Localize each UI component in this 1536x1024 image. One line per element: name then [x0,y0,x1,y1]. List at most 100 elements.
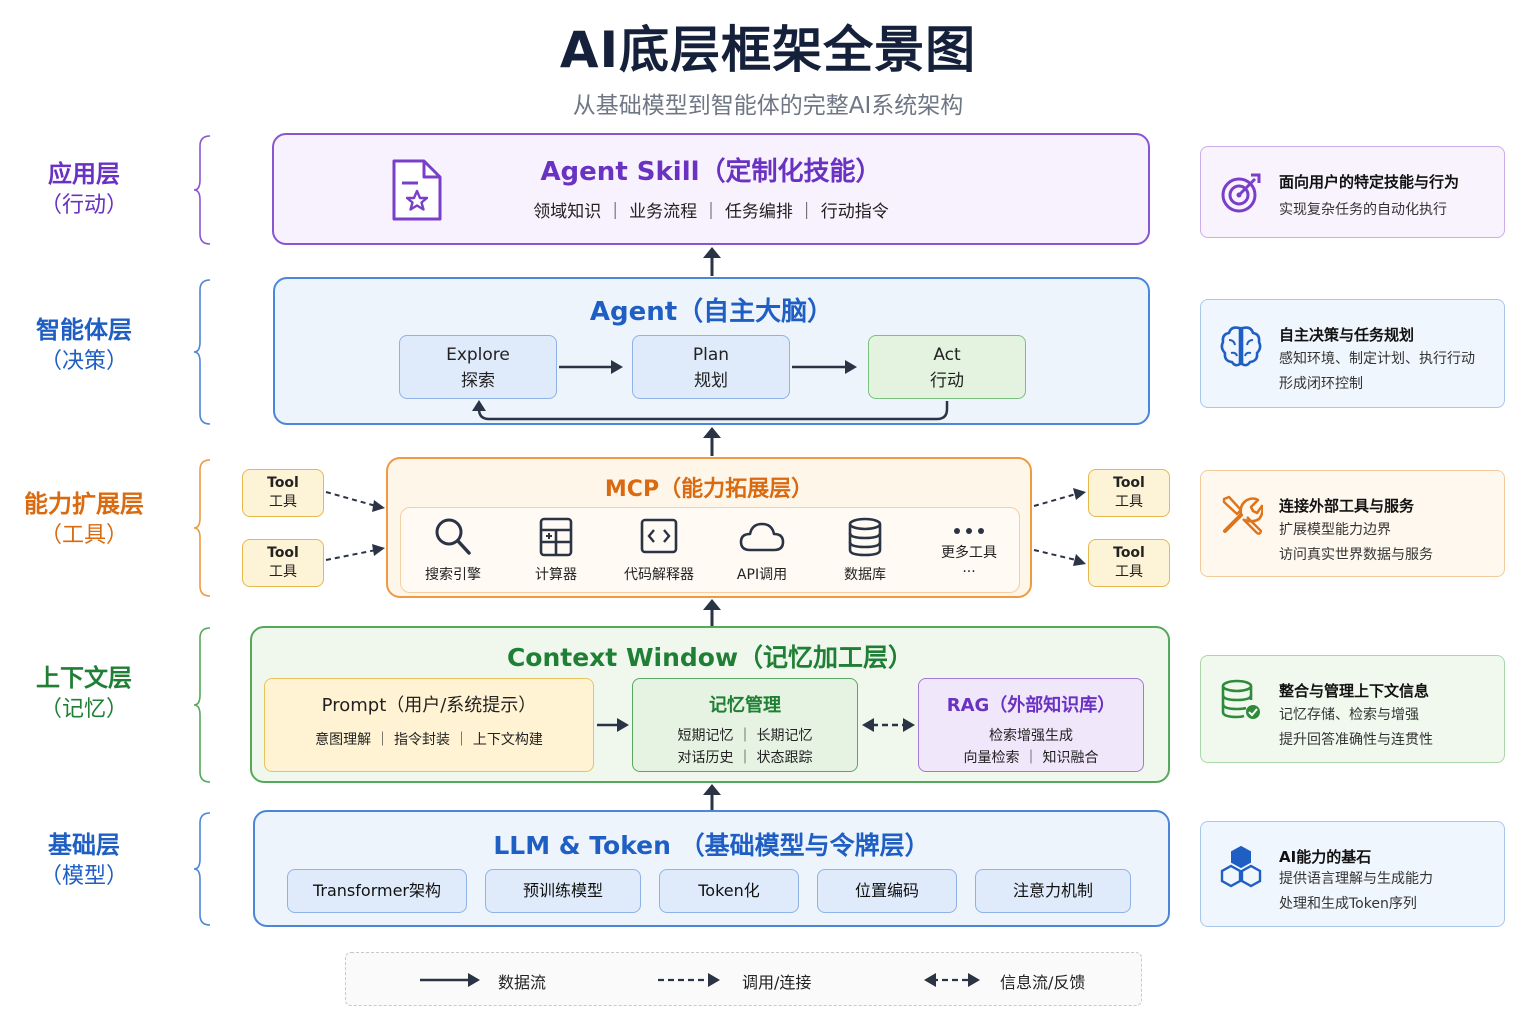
cloud-icon [739,522,785,552]
app-layer-box: Agent Skill（定制化技能） 领域知识 ｜ 业务流程 ｜ 任务编排 ｜ … [272,133,1150,245]
mcp-layer-box: MCP（能力拓展层） 搜索引擎 计算器 代码解释器 API调用 数据库 更多工具… [386,457,1032,598]
info-card-line: 处理和生成Token序列 [1279,896,1417,912]
memory-title: 记忆管理 [709,695,781,716]
info-card-line: 实现复杂任务的自动化执行 [1279,202,1447,218]
step-en: Act [933,345,961,365]
tool-label: 计算器 [535,567,577,583]
step-zh: 行动 [930,371,964,391]
step-en: Plan [692,345,730,365]
prompt-items: 意图理解 ｜ 指令封装 ｜ 上下文构建 [315,732,543,748]
info-card-line: 提升回答准确性与连贯性 [1279,732,1433,748]
arrow-up [703,599,721,626]
tool-chip-right-top: Tool 工具 [1088,469,1170,517]
step-en: Explore [446,345,510,365]
calculator-icon [539,517,573,557]
tool-search: 搜索引擎 [403,516,503,584]
info-card-title: 连接外部工具与服务 [1279,497,1415,515]
tool-chip-en: Tool [1113,475,1145,491]
code-icon [640,518,678,554]
context-arrows [597,718,915,732]
rag-title: RAG（外部知识库） [946,695,1116,716]
info-card-title: 自主决策与任务规划 [1279,326,1415,344]
tool-database: 数据库 [815,516,915,584]
step-explore: Explore 探索 [399,335,557,399]
legend: 数据流 调用/连接 信息流/反馈 [345,952,1142,1006]
tool-chip-en: Tool [267,475,299,491]
legend-bidirectional-arrow [924,973,980,987]
skill-document-star-icon [392,159,442,221]
tool-chip-zh: 工具 [1115,564,1143,580]
tool-chip-left-bottom: Tool 工具 [242,539,324,587]
mcp-tools-panel: 搜索引擎 计算器 代码解释器 API调用 数据库 更多工具 ... [400,507,1020,593]
tool-more: 更多工具 ... [919,522,1019,576]
info-card-base: AI能力的基石 提供语言理解与生成能力 处理和生成Token序列 [1200,821,1505,927]
legend-solid-arrow [420,973,480,987]
legend-dashed-arrow [658,973,720,987]
tool-chip-zh: 工具 [269,564,297,580]
base-chip: Transformer架构 [287,869,467,913]
layer-label-tool: 能力扩展层 （工具） [0,488,168,552]
layer-label-app: 应用层 （行动） [0,158,168,222]
layer-name: 智能体层 [36,316,132,344]
page-title: AI底层框架全景图 [559,21,977,79]
dashed-connectors-left [325,491,385,561]
tool-api: API调用 [712,516,812,584]
base-chip: 注意力机制 [975,869,1131,913]
info-card-line: 扩展模型能力边界 [1279,522,1391,538]
page-subtitle: 从基础模型到智能体的完整AI系统架构 [572,93,964,119]
layer-name: 应用层 [48,160,120,188]
tool-label: 代码解释器 [624,567,694,583]
agent-layer-box: Agent（自主大脑） Explore 探索 Plan 规划 Act 行动 [273,277,1150,425]
layer-name: 基础层 [48,831,120,859]
more-icon [954,528,984,534]
info-card-title: 整合与管理上下文信息 [1279,682,1430,700]
rag-card: RAG（外部知识库） 检索增强生成 向量检索 ｜ 知识融合 [918,678,1144,772]
layer-label-base: 基础层 （模型） [0,829,168,893]
tool-chip-en: Tool [267,545,299,561]
layer-label-context: 上下文层 （记忆） [0,662,168,726]
info-card-tool: 连接外部工具与服务 扩展模型能力边界 访问真实世界数据与服务 [1200,470,1505,577]
base-chip: Token化 [659,869,799,913]
tool-label: API调用 [736,567,788,583]
brace-context [193,627,211,783]
arrow-up [703,784,721,810]
base-layer-box: LLM & Token （基础模型与令牌层） Transformer架构 预训练… [253,810,1170,927]
legend-label-call: 调用/连接 [742,973,812,992]
tools-icon [1222,495,1263,535]
cubes-icon [1220,845,1262,888]
info-card-context: 整合与管理上下文信息 记忆存储、检索与增强 提升回答准确性与连贯性 [1200,655,1505,763]
tool-calculator: 计算器 [506,516,606,584]
database-stack-icon [1221,679,1260,719]
tool-chip-right-bottom: Tool 工具 [1088,539,1170,587]
rag-line1: 检索增强生成 [989,728,1073,744]
tool-label: 更多工具 [941,545,997,561]
app-box-title: Agent Skill（定制化技能） [540,157,882,187]
dashed-connectors-right [1033,488,1086,566]
step-plan: Plan 规划 [632,335,790,399]
tool-chip-zh: 工具 [1115,494,1143,510]
info-card-title: 面向用户的特定技能与行为 [1279,173,1460,191]
search-icon [435,518,471,555]
step-act: Act 行动 [868,335,1026,399]
arrow-up [703,247,721,276]
prompt-card: Prompt（用户/系统提示） 意图理解 ｜ 指令封装 ｜ 上下文构建 [264,678,594,772]
arrow-up [703,427,721,456]
info-card-agent: 自主决策与任务规划 感知环境、制定计划、执行行动 形成闭环控制 [1200,299,1505,408]
base-box-title: LLM & Token （基础模型与令牌层） [493,831,930,860]
legend-label-feedback: 信息流/反馈 [1000,973,1086,992]
step-zh: 规划 [694,371,728,391]
context-layer-box: Context Window（记忆加工层） Prompt（用户/系统提示） 意图… [250,626,1170,783]
target-icon [1221,173,1261,213]
brace-tool [193,459,211,597]
brace-base [193,812,211,926]
layer-sub: （记忆） [39,697,128,722]
brain-icon [1220,326,1262,367]
layer-sub: （模型） [39,864,128,889]
tool-chip-left-top: Tool 工具 [242,469,324,517]
info-card-line: 记忆存储、检索与增强 [1279,707,1419,723]
prompt-title: Prompt（用户/系统提示） [321,695,537,716]
info-card-line: 提供语言理解与生成能力 [1279,871,1433,887]
info-card-app: 面向用户的特定技能与行为 实现复杂任务的自动化执行 [1200,146,1505,238]
layer-sub: （决策） [39,349,128,374]
layer-name: 上下文层 [36,664,132,692]
